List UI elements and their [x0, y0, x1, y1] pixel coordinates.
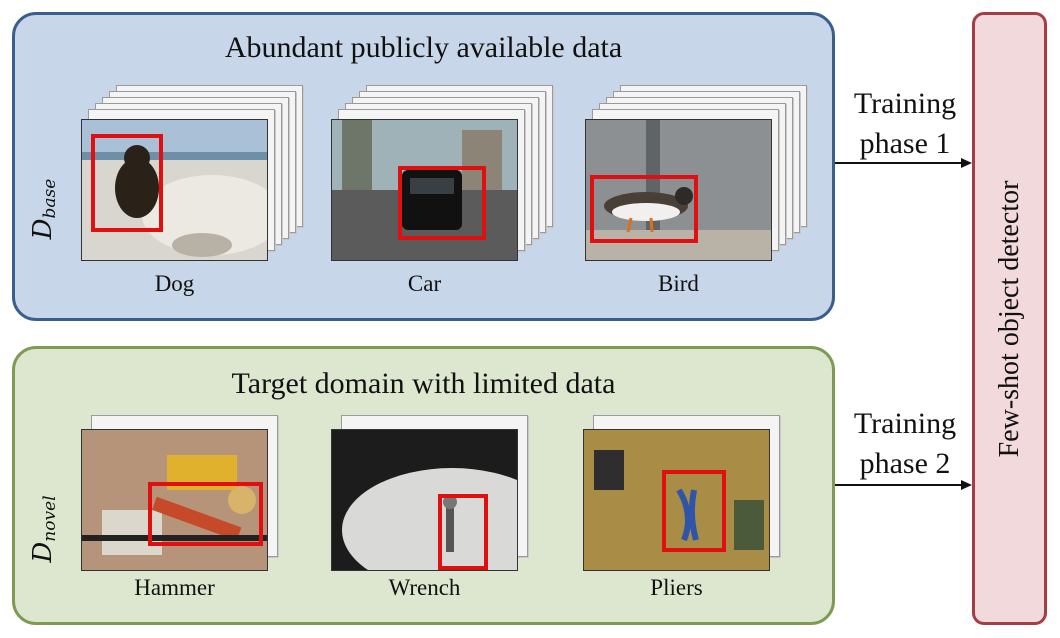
car-bounding-box: [398, 166, 486, 240]
base-data-panel: Abundant publicly available data Dbase D…: [12, 12, 835, 321]
d-novel-label: Dnovel: [28, 495, 60, 563]
detector-label: Few-shot object detector: [993, 180, 1025, 457]
pliers-caption: Pliers: [650, 575, 703, 600]
novel-panel-title: Target domain with limited data: [231, 367, 616, 400]
dog-bounding-box: [91, 134, 163, 232]
wrench-caption: Wrench: [388, 575, 461, 600]
hammer-photo: [81, 429, 268, 571]
training-phase-2-arrow: [835, 480, 972, 490]
training-phase-1-arrow: [835, 158, 972, 168]
novel-data-panel: Target domain with limited data Dnovel H…: [12, 346, 835, 625]
pliers-photo: [583, 429, 770, 571]
dog-caption: Dog: [154, 271, 195, 296]
training-phase-2-label: Training phase 2: [853, 407, 957, 480]
d-base-label: Dbase: [28, 178, 60, 240]
few-shot-detector-box: Few-shot object detector: [972, 12, 1047, 625]
base-panel-title: Abundant publicly available data: [224, 31, 623, 64]
hammer-caption: Hammer: [134, 575, 215, 600]
wrench-photo: [331, 429, 518, 571]
car-photo: [331, 119, 518, 261]
dog-photo: [81, 119, 268, 261]
hammer-bounding-box: [148, 482, 263, 546]
wrench-bounding-box: [438, 494, 488, 570]
bird-photo: [585, 119, 772, 261]
bird-caption: Bird: [658, 271, 699, 296]
pliers-bounding-box: [662, 470, 726, 552]
training-phase-1-label: Training phase 1: [853, 87, 957, 160]
car-caption: Car: [407, 271, 442, 296]
bird-bounding-box: [590, 175, 698, 243]
